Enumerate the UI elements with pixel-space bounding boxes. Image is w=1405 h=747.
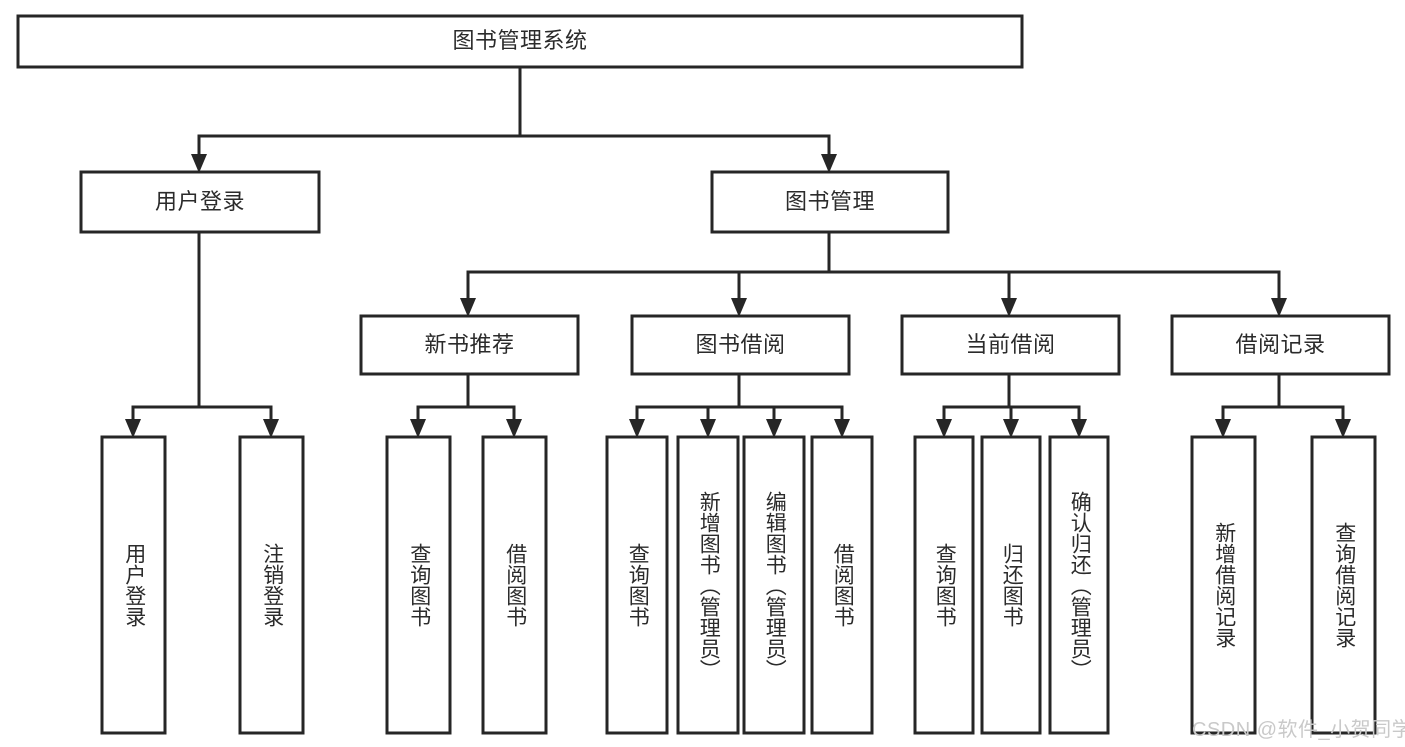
node-box-current-borrow[interactable] — [900, 314, 1121, 376]
csdn-watermark: CSDN @软件_小贺同学 — [1192, 719, 1405, 741]
edge-br-to-l2-head — [1335, 419, 1351, 438]
edge-bb-to-l1-head — [629, 419, 645, 438]
node-box-borrow-record[interactable] — [1170, 314, 1391, 376]
edge-cb-to-l1-head — [936, 419, 952, 438]
edge-nbr-to-l1-head — [410, 419, 426, 438]
connector-layer — [125, 65, 1351, 438]
edge-cb-to-l2-head — [1003, 419, 1019, 438]
node-box-leaf-return-book[interactable] — [980, 435, 1042, 735]
node-box-leaf-edit-book-admin[interactable] — [742, 435, 806, 735]
node-box-new-book-recommend[interactable] — [359, 314, 580, 376]
node-box-leaf-add-borrow-record[interactable] — [1190, 435, 1257, 735]
edge-bm-to-c1-head — [460, 298, 476, 317]
edge-bb-to-l4-head — [834, 419, 850, 438]
node-box-layer — [16, 14, 1391, 735]
edge-br-to-l1-head — [1215, 419, 1231, 438]
node-box-leaf-query-book-1[interactable] — [385, 435, 452, 735]
edge-ul-to-l2-head — [263, 419, 279, 438]
edge-bm-to-c2-head — [731, 298, 747, 317]
node-box-book-management[interactable] — [710, 170, 950, 234]
node-box-leaf-user-logout[interactable] — [238, 435, 305, 735]
edge-root-to-book-management-head — [821, 154, 837, 173]
node-box-leaf-query-book-2[interactable] — [605, 435, 669, 735]
node-box-leaf-borrow-book-1[interactable] — [481, 435, 548, 735]
edge-ul-to-l1-head — [125, 419, 141, 438]
node-box-leaf-query-borrow-record[interactable] — [1310, 435, 1377, 735]
edge-root-to-user-login-head — [191, 154, 207, 173]
edge-cb-to-l3-head — [1071, 419, 1087, 438]
node-box-leaf-add-book-admin[interactable] — [676, 435, 740, 735]
edge-bm-to-c4-head — [1271, 298, 1287, 317]
node-box-leaf-user-login[interactable] — [100, 435, 167, 735]
node-box-user-login[interactable] — [79, 170, 321, 234]
node-box-leaf-borrow-book-2[interactable] — [810, 435, 874, 735]
edge-bm-to-c3-head — [1001, 298, 1017, 317]
node-box-leaf-query-book-3[interactable] — [913, 435, 975, 735]
edge-bb-to-l3-head — [766, 419, 782, 438]
node-box-root[interactable] — [16, 14, 1024, 69]
node-box-book-borrow[interactable] — [630, 314, 851, 376]
edge-bb-to-l2-head — [700, 419, 716, 438]
node-box-leaf-confirm-return-admin[interactable] — [1048, 435, 1110, 735]
edge-nbr-to-l2-head — [506, 419, 522, 438]
